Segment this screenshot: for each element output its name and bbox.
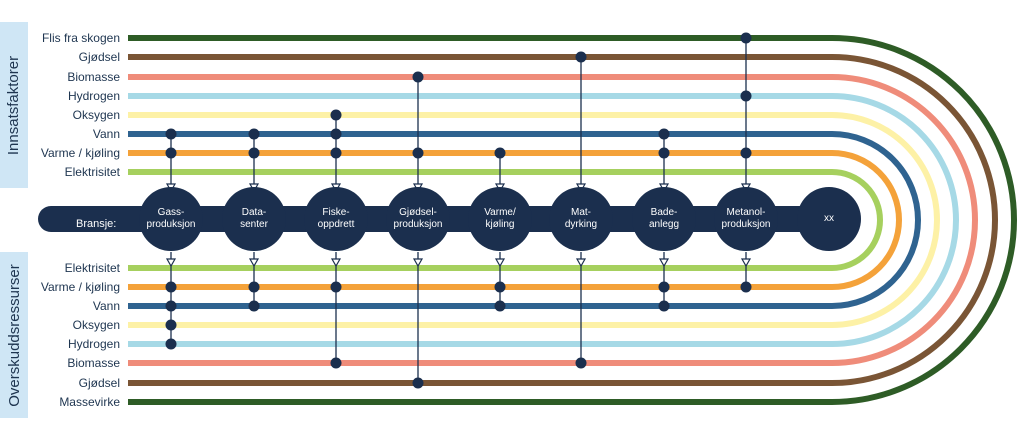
- input-node: [330, 147, 342, 159]
- line-1: [128, 35, 1017, 405]
- output-node: [330, 357, 342, 369]
- input-node: [740, 147, 752, 159]
- industry-hub-label: xx: [824, 213, 834, 224]
- industry-hub-circle: [386, 187, 450, 251]
- output-arrow: [494, 258, 506, 268]
- industry-hub-circle: [632, 187, 696, 251]
- output-row-label: Varme / kjøling: [40, 280, 120, 294]
- industry-hub-circle: [468, 187, 532, 251]
- output-node: [494, 281, 506, 293]
- output-node: [658, 300, 670, 312]
- industry-hub-label: Bade- anlegg: [648, 207, 680, 230]
- input-row-label: Oksygen: [72, 108, 120, 122]
- input-node: [658, 128, 670, 140]
- line-2: [128, 54, 998, 386]
- industry-hub-circle: [797, 187, 861, 251]
- output-arrow: [165, 258, 177, 268]
- input-row-label: Hydrogen: [67, 89, 120, 103]
- industry-hub-label: Metanol- produksjon: [721, 207, 771, 230]
- input-node: [330, 128, 342, 140]
- input-row-label: Flis fra skogen: [41, 31, 120, 45]
- industry-hubs: [139, 187, 861, 251]
- input-node: [165, 128, 177, 140]
- output-node: [165, 300, 177, 312]
- output-node: [165, 319, 177, 331]
- input-node: [494, 147, 506, 159]
- industry-hub-circle: [549, 187, 613, 251]
- input-row-label: Biomasse: [67, 70, 120, 84]
- output-node: [494, 300, 506, 312]
- output-arrow: [330, 258, 342, 268]
- overskuddsressurser-panel: Overskuddsressurser: [0, 252, 28, 418]
- output-node: [658, 281, 670, 293]
- input-node: [165, 147, 177, 159]
- industry-hub-label: Gass- produksjon: [146, 207, 196, 230]
- input-node: [248, 147, 260, 159]
- bransje-label: Bransje:: [76, 218, 117, 230]
- industry-hub-circle: [714, 187, 778, 251]
- output-row-label: Elektrisitet: [64, 261, 120, 275]
- input-node: [575, 51, 587, 63]
- output-arrow: [575, 258, 587, 268]
- line-6: [128, 131, 921, 309]
- industry-hub-label: Fiske- oppdrett: [317, 207, 355, 230]
- output-arrow: [740, 258, 752, 268]
- output-row-label: Oksygen: [72, 318, 120, 332]
- output-arrow: [658, 258, 670, 268]
- line-4: [128, 93, 959, 347]
- industry-hub-label: Mat- dyrking: [564, 207, 598, 230]
- line-5: [128, 112, 940, 328]
- input-node: [330, 109, 342, 121]
- output-row-label: Biomasse: [67, 356, 120, 370]
- line-3: [128, 74, 978, 366]
- resource-lines: [128, 35, 1017, 405]
- input-node: [412, 147, 424, 159]
- output-row-label: Massevirke: [59, 395, 120, 409]
- output-arrow: [412, 258, 424, 268]
- output-arrow: [248, 258, 260, 268]
- input-node: [412, 71, 424, 83]
- industry-hub-circle: [304, 187, 368, 251]
- output-row-label: Gjødsel: [78, 376, 120, 390]
- input-row-label: Gjødsel: [78, 50, 120, 64]
- output-node: [330, 281, 342, 293]
- output-node: [248, 281, 260, 293]
- input-node: [248, 128, 260, 140]
- output-node: [575, 357, 587, 369]
- innsatsfaktorer-label: Innsatsfaktorer: [5, 55, 23, 155]
- output-row-label: Vann: [92, 299, 120, 313]
- input-node: [740, 32, 752, 44]
- output-node: [165, 281, 177, 293]
- innsatsfaktorer-panel: Innsatsfaktorer: [0, 22, 28, 188]
- input-row-label: Vann: [92, 127, 120, 141]
- input-row-label: Varme / kjøling: [40, 146, 120, 160]
- overskuddsressurser-label: Overskuddsressurser: [5, 263, 23, 407]
- line-8: [128, 169, 883, 271]
- industry-hub-circle: [139, 187, 203, 251]
- output-row-label: Hydrogen: [67, 337, 120, 351]
- output-node: [740, 281, 752, 293]
- industry-hub-label: Varme/ kjøling: [484, 207, 516, 230]
- input-node: [658, 147, 670, 159]
- output-node: [412, 377, 424, 389]
- input-node: [740, 90, 752, 102]
- input-row-label: Elektrisitet: [64, 165, 120, 179]
- industry-hub-circle: [222, 187, 286, 251]
- industry-hub-label: Gjødsel- produksjon: [393, 207, 443, 230]
- industry-hub-label: Data- senter: [240, 207, 268, 230]
- output-node: [165, 338, 177, 350]
- output-node: [248, 300, 260, 312]
- line-7: [128, 150, 902, 290]
